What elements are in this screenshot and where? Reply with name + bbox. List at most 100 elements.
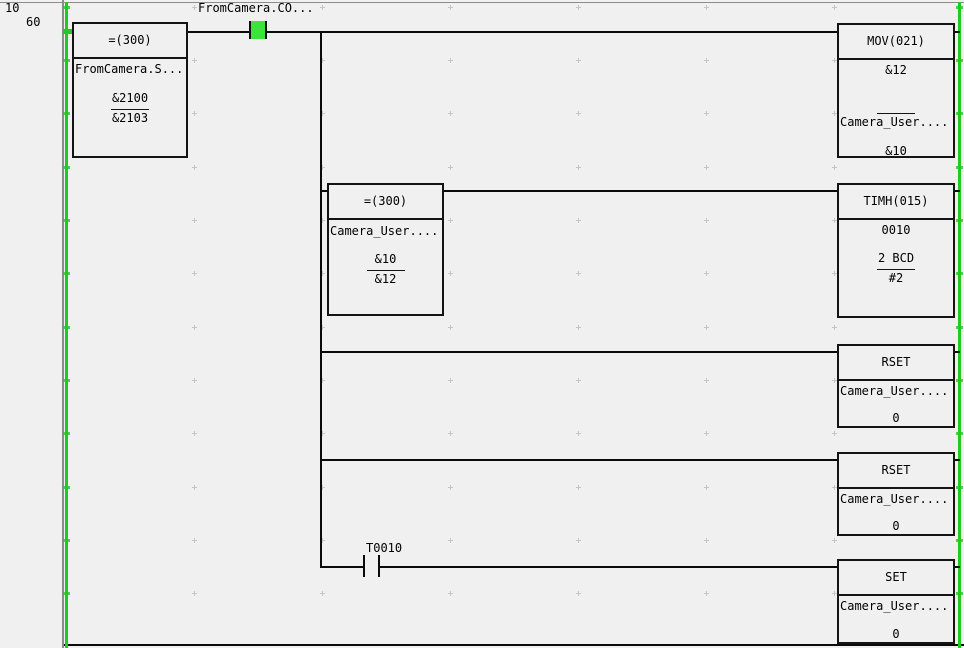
dest-symbol: Camera_User....: [840, 115, 949, 129]
branch-vertical: [320, 31, 322, 568]
operand-separator: [111, 109, 149, 110]
compare-block-1[interactable]: =(300) FromCamera.S... &2100 &2103: [72, 22, 188, 158]
contact-power-on[interactable]: [249, 21, 267, 39]
grid-dot: [704, 378, 709, 383]
bus-tick: [63, 112, 70, 115]
mov-block[interactable]: MOV(021) &12 Camera_User.... &10: [837, 23, 955, 158]
bus-tick: [63, 6, 70, 9]
operand-value-1: &10: [374, 252, 397, 266]
grid-dot: [832, 271, 837, 276]
grid-dot: [704, 5, 709, 10]
instruction-mnemonic: =(300): [329, 185, 442, 220]
instruction-mnemonic: RSET: [839, 346, 953, 381]
grid-dot: [704, 485, 709, 490]
grid-dot: [192, 485, 197, 490]
grid-dot: [576, 111, 581, 116]
dest-value: &10: [885, 144, 907, 158]
wire-row3: [320, 351, 837, 353]
grid-dot: [576, 218, 581, 223]
set-block[interactable]: SET Camera_User.... 0: [837, 559, 955, 644]
right-bus-bar: [958, 2, 961, 648]
bus-tick: [63, 486, 70, 489]
bus-tick: [956, 272, 963, 275]
grid-dot: [448, 591, 453, 596]
grid-dot: [832, 485, 837, 490]
grid-dot: [576, 538, 581, 543]
stub-timh-right: [953, 190, 960, 192]
grid-dot: [832, 218, 837, 223]
grid-dot: [320, 111, 325, 116]
instruction-mnemonic: TIMH(015): [839, 185, 953, 220]
rset-block-1[interactable]: RSET Camera_User.... 0: [837, 344, 955, 428]
bus-tick: [956, 112, 963, 115]
compare-block-2[interactable]: =(300) Camera_User.... &10 &12: [327, 183, 444, 316]
bus-tick: [63, 379, 70, 382]
grid-dot: [832, 58, 837, 63]
grid-dot: [576, 485, 581, 490]
grid-dot: [832, 591, 837, 596]
grid-dot: [704, 538, 709, 543]
bus-tick: [63, 432, 70, 435]
grid-dot: [320, 58, 325, 63]
grid-dot: [832, 538, 837, 543]
grid-dot: [320, 271, 325, 276]
bus-tick: [956, 326, 963, 329]
bus-tick: [956, 219, 963, 222]
operand-symbol: Camera_User....: [840, 599, 949, 613]
wire-row2: [320, 190, 837, 192]
wire-row4: [320, 459, 837, 461]
grid-dot: [576, 591, 581, 596]
grid-dot: [448, 325, 453, 330]
instruction-mnemonic: SET: [839, 561, 953, 596]
grid-dot: [192, 325, 197, 330]
grid-dot: [704, 271, 709, 276]
grid-dot: [192, 5, 197, 10]
grid-dot: [320, 591, 325, 596]
grid-dot: [320, 485, 325, 490]
stub-mov-right: [953, 31, 960, 33]
operand-value: 0: [892, 411, 900, 425]
grid-dot: [448, 485, 453, 490]
source-operand: &12: [885, 63, 907, 77]
grid-dot: [704, 165, 709, 170]
bus-tick: [956, 6, 963, 9]
timh-block[interactable]: TIMH(015) 0010 2 BCD #2: [837, 183, 955, 318]
timer-set-value: 2 BCD: [877, 251, 915, 265]
grid-dot: [832, 325, 837, 330]
grid-dot: [704, 325, 709, 330]
bus-tick: [63, 272, 70, 275]
contact-timer[interactable]: T0010: [355, 540, 402, 580]
operand-value-2: &2103: [111, 111, 149, 125]
bus-tick: [956, 592, 963, 595]
bus-tick: [956, 379, 963, 382]
rung-number[interactable]: 10: [5, 1, 20, 15]
top-border-line: [0, 2, 964, 3]
grid-dot: [704, 591, 709, 596]
contact-power-label: FromCamera.CO...: [198, 1, 314, 15]
grid-dot: [320, 218, 325, 223]
grid-dot: [448, 431, 453, 436]
operand-symbol: Camera_User....: [840, 384, 949, 398]
bus-tick: [956, 539, 963, 542]
grid-dot: [576, 378, 581, 383]
rset-block-2[interactable]: RSET Camera_User.... 0: [837, 452, 955, 536]
contact-bar-left: [363, 555, 365, 577]
instruction-mnemonic: RSET: [839, 454, 953, 489]
operand-separator: [877, 269, 915, 270]
timer-current-value: #2: [888, 271, 904, 285]
grid-dot: [448, 538, 453, 543]
grid-dot: [320, 378, 325, 383]
grid-dot: [704, 58, 709, 63]
bus-tick: [956, 166, 963, 169]
grid-dot: [448, 58, 453, 63]
bus-tick: [63, 59, 70, 62]
operand-value: 0: [892, 627, 900, 641]
grid-dot: [448, 111, 453, 116]
grid-dot: [448, 218, 453, 223]
bus-tick: [956, 432, 963, 435]
operand-separator: [877, 113, 915, 114]
grid-dot: [576, 271, 581, 276]
bus-tick: [63, 539, 70, 542]
rung-power-stub: [63, 29, 75, 34]
